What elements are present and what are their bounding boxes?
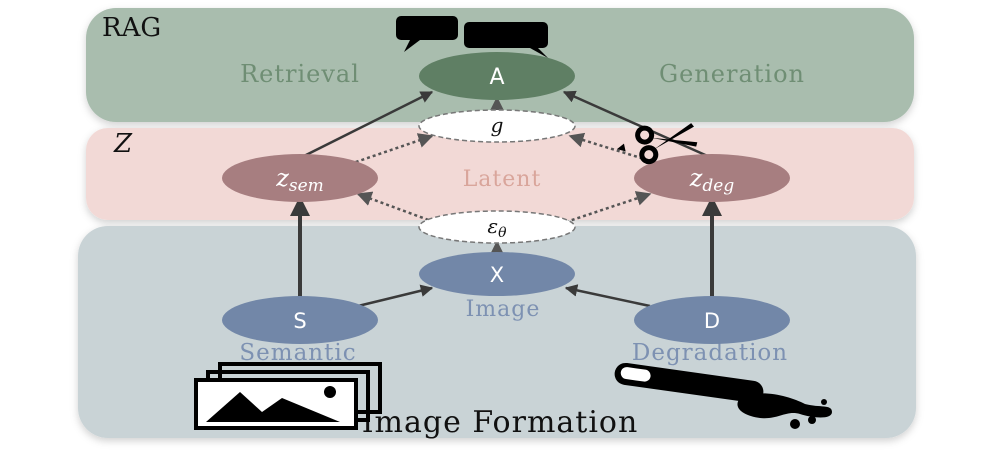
scissors-icon — [616, 123, 698, 165]
node-zsem: zsem — [222, 154, 378, 202]
latent-label: Latent — [463, 167, 542, 192]
node-S-label: S — [293, 309, 306, 333]
node-S: S — [222, 296, 378, 344]
node-g-label: g — [491, 113, 504, 137]
images-icon — [194, 362, 382, 430]
svg-text:zdeg: zdeg — [689, 164, 735, 196]
node-g: g — [418, 109, 576, 143]
chat-bubbles-icon — [396, 16, 548, 58]
svg-text:εθ: εθ — [487, 214, 507, 241]
node-A: A — [419, 52, 575, 100]
node-eps-base: ε — [487, 214, 498, 238]
paint-tube-icon — [614, 362, 832, 429]
edge-D-to-X — [564, 284, 651, 308]
degradation-label: Degradation — [632, 340, 788, 366]
node-D: D — [634, 296, 790, 344]
svg-text:zsem: zsem — [275, 164, 324, 196]
node-eps-sub: θ — [498, 225, 507, 241]
node-zsem-sub: sem — [289, 176, 324, 196]
edge-zsem-to-g — [349, 133, 434, 166]
generation-label: Generation — [659, 60, 805, 88]
image-label: Image — [466, 297, 541, 322]
rag-title: RAG — [102, 13, 161, 43]
edge-eps-to-zsem — [356, 191, 435, 224]
node-zdeg-sub: deg — [702, 176, 734, 196]
node-zdeg-base: z — [689, 164, 703, 192]
node-zsem-base: z — [275, 164, 289, 192]
node-X-label: X — [490, 263, 504, 287]
semantic-label: Semantic — [239, 340, 356, 366]
latent-title: Z — [113, 129, 133, 159]
edge-S-to-X — [357, 284, 434, 308]
node-D-label: D — [704, 309, 720, 333]
node-X: X — [419, 252, 575, 296]
edge-zdeg-to-A — [562, 90, 713, 160]
node-zdeg: zdeg — [634, 154, 790, 202]
image-formation-title: Image Formation — [362, 405, 639, 440]
edge-eps-to-zdeg — [565, 191, 652, 224]
node-eps: εθ — [418, 210, 576, 244]
retrieval-label: Retrieval — [240, 60, 360, 88]
node-A-label: A — [489, 65, 504, 90]
edge-zsem-to-A — [299, 90, 434, 160]
